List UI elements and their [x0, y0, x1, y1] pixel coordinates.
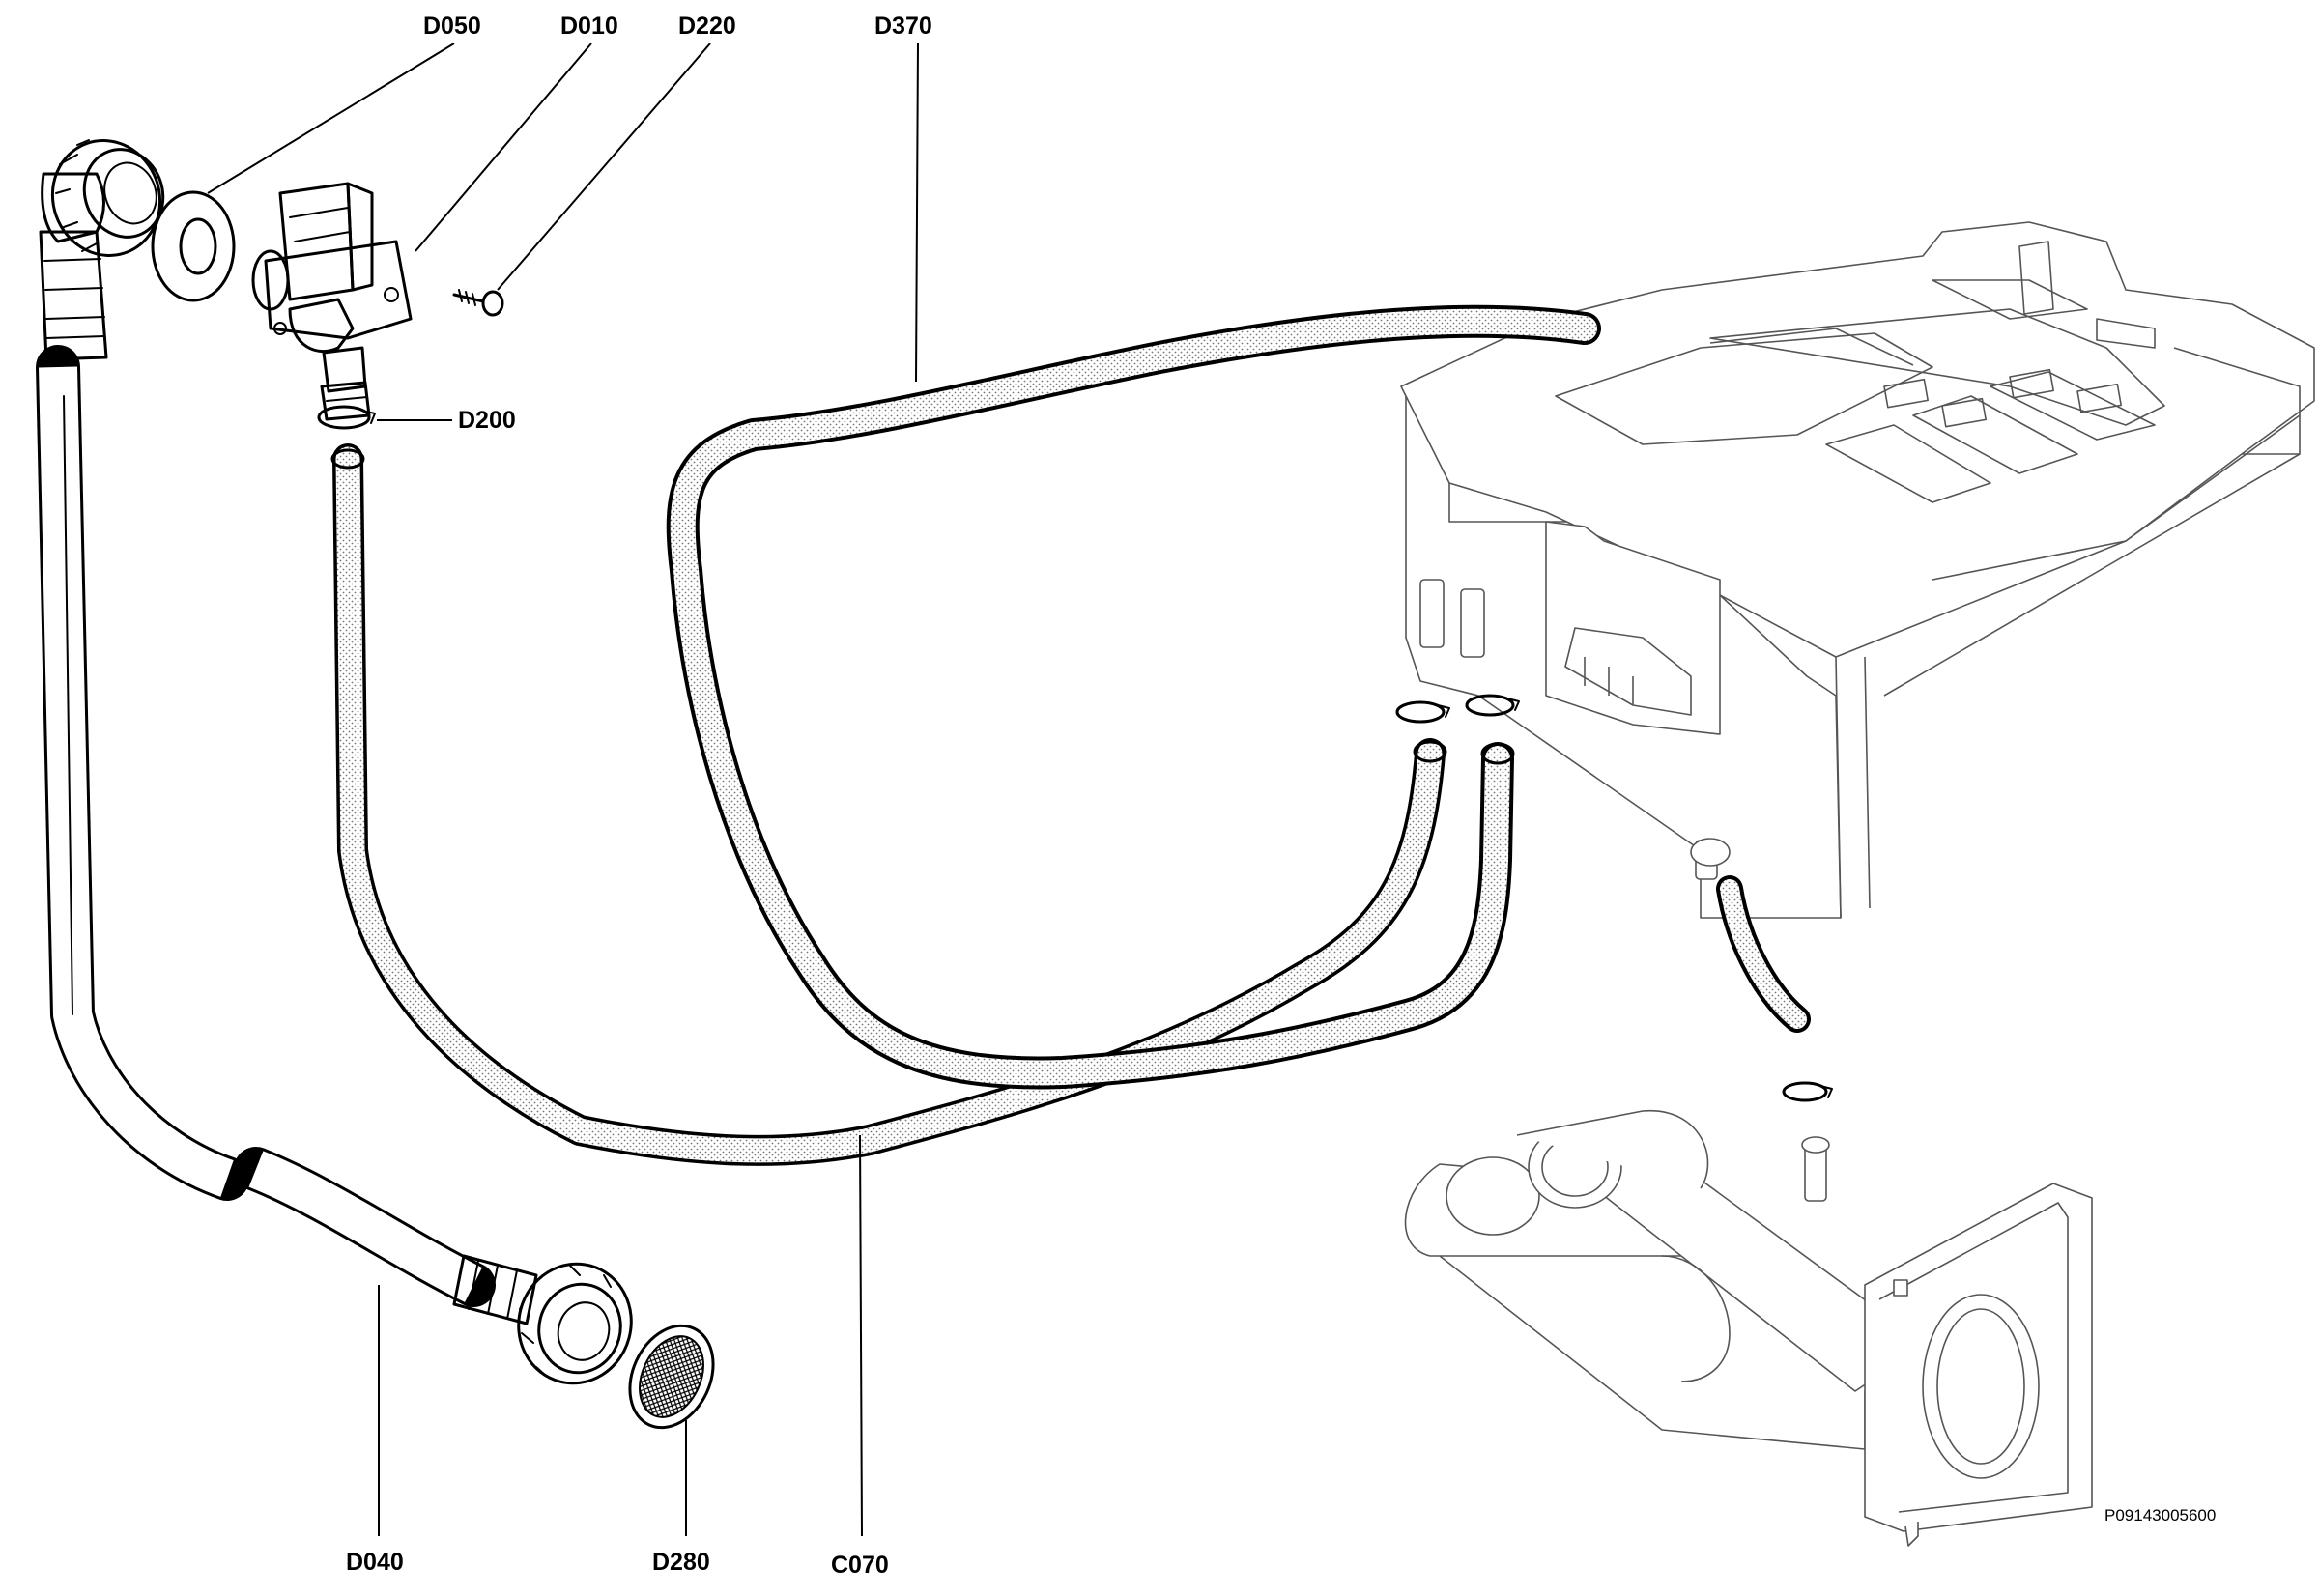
hose-c070 [330, 443, 1447, 1166]
rubber-washer [151, 190, 236, 302]
inlet-hose-d040 [36, 172, 538, 1325]
inlet-filter-screen [628, 1324, 715, 1430]
inlet-hose-top-nut [50, 139, 165, 257]
housing-outlet-spigots [1419, 579, 1731, 880]
callout-d050: D050 [423, 13, 481, 40]
callout-d200: D200 [458, 407, 516, 434]
hose-clamps-dispenser [1395, 694, 1833, 1102]
dispenser-drain-hose [1716, 875, 1811, 1033]
inlet-hose-bottom-nut [517, 1262, 633, 1385]
detergent-dispenser-housing [1400, 221, 2315, 919]
fixing-screw [452, 289, 504, 317]
inlet-solenoid-valve [251, 182, 413, 421]
sump-pipe-assembly [1404, 1110, 2093, 1547]
hose-clamp-d200 [317, 405, 376, 430]
callout-d010: D010 [560, 13, 618, 40]
hose-d370 [666, 304, 1601, 1090]
callout-d220: D220 [678, 13, 736, 40]
drawing-code: P09143005600 [2104, 1506, 2216, 1525]
callout-c070: C070 [831, 1552, 889, 1579]
callout-d370: D370 [874, 13, 932, 40]
leader-lines [207, 43, 919, 1537]
callout-d280: D280 [652, 1549, 710, 1576]
callout-d040: D040 [346, 1549, 404, 1576]
